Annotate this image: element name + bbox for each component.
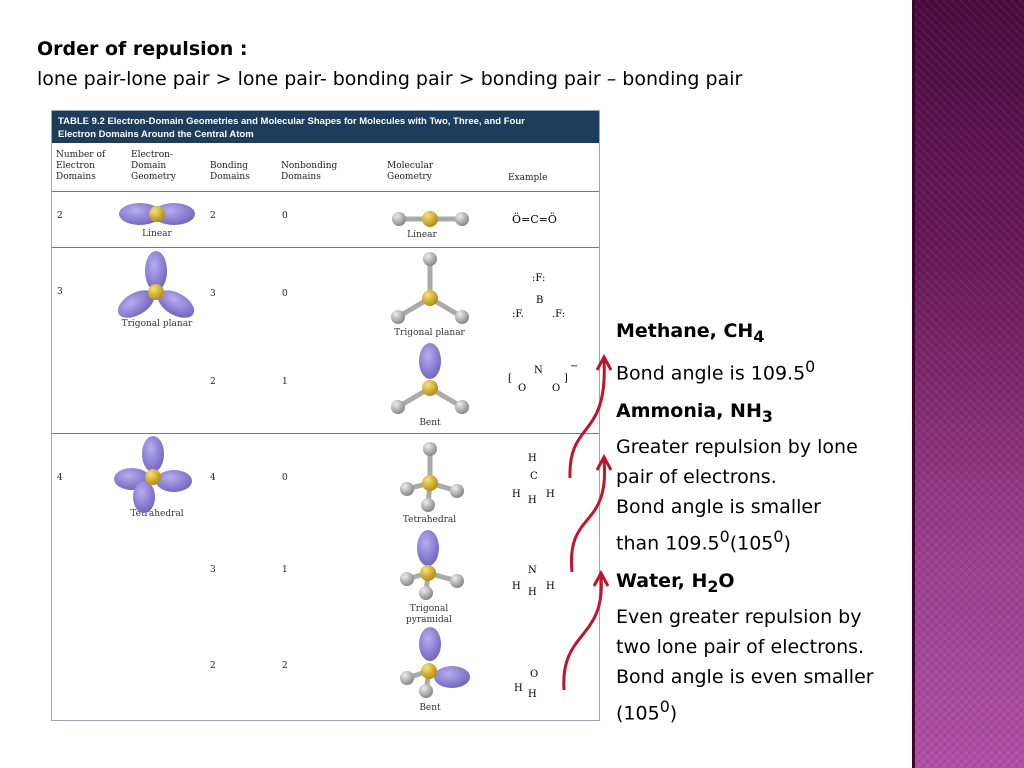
- row2-nonbonding: 0: [282, 289, 288, 299]
- svg-text:H: H: [546, 489, 555, 500]
- col-header-example: Example: [508, 173, 548, 183]
- row5-bonding: 3: [210, 565, 216, 575]
- row6-mol-label: Bent: [419, 703, 441, 713]
- water-line1: Even greater repulsion by: [616, 606, 862, 629]
- svg-text:H: H: [528, 689, 537, 700]
- geometry-table: TABLE 9.2 Electron-Domain Geometries and…: [51, 110, 600, 721]
- row6-bonding: 2: [210, 661, 216, 671]
- slide-heading: Order of repulsion : lone pair-lone pair…: [37, 34, 742, 94]
- svg-text:.F:: .F:: [552, 309, 565, 320]
- col-header-bonding: Bonding Domains: [210, 161, 250, 182]
- svg-text:H: H: [528, 495, 537, 506]
- row3-bonding: 2: [210, 377, 216, 387]
- bent-molecule-icon: [391, 343, 469, 414]
- water-line2: two lone pair of electrons.: [616, 636, 865, 659]
- row-separator: [52, 247, 599, 248]
- svg-text:]: ]: [564, 373, 568, 384]
- row2-geom-label: Trigonal planar: [121, 319, 193, 329]
- row4-nonbonding: 0: [282, 473, 288, 483]
- tetrahedral-molecule-icon: [400, 442, 464, 512]
- nh3-example: N H H H: [512, 565, 555, 598]
- svg-text::F:: :F:: [532, 273, 545, 284]
- row1-geom-label: Linear: [142, 229, 172, 239]
- decorative-sidebar: [912, 0, 1024, 768]
- row1-nonbonding: 0: [282, 211, 288, 221]
- bf3-example: :F: B :F. .F:: [512, 273, 565, 320]
- ammonia-line3: Bond angle is smaller: [616, 495, 821, 518]
- row-separator: [52, 433, 599, 434]
- row4-geom-label: Tetrahedral: [130, 509, 184, 519]
- row3-nonbonding: 1: [282, 377, 288, 387]
- table-drawings: Ö=C=Ö :F: B :F. .F:: [114, 203, 578, 700]
- table-title-line2: Electron Domains Around the Central Atom: [58, 129, 254, 140]
- water-line3: Bond angle is even smaller: [616, 666, 874, 689]
- svg-text:H: H: [514, 683, 523, 694]
- svg-text:N: N: [534, 365, 543, 376]
- svg-text:H: H: [528, 587, 537, 598]
- methane-angle: Bond angle is 109.50: [616, 356, 816, 385]
- svg-text:O: O: [552, 383, 560, 394]
- trigonal-planar-molecule-icon: [391, 252, 469, 324]
- heading-repulsion-order: lone pair-lone pair > lone pair- bonding…: [37, 68, 743, 90]
- tetrahedral-domain-icon: [114, 436, 192, 513]
- svg-text:[: [: [508, 373, 512, 384]
- ammonia-line4: than 109.50(1050): [616, 526, 791, 555]
- row5-mol-label: Trigonal pyramidal: [406, 604, 452, 625]
- svg-text:H: H: [512, 489, 521, 500]
- row3-mol-label: Bent: [419, 418, 441, 428]
- svg-text:N: N: [528, 565, 537, 576]
- table-column-headers: Number of Electron Domains Electron-Doma…: [52, 147, 599, 192]
- comparison-notes: Methane, CH4 Bond angle is 109.50 Ammoni…: [616, 316, 916, 728]
- svg-text:−: −: [570, 361, 578, 372]
- row6-nonbonding: 2: [282, 661, 288, 671]
- h2o-example: O H H: [514, 669, 538, 700]
- linear-domain-icon: [119, 203, 195, 225]
- trigonal-planar-domain-icon: [117, 251, 195, 318]
- svg-text:O: O: [518, 383, 526, 394]
- linear-molecule-icon: [392, 211, 469, 227]
- svg-text:H: H: [528, 453, 537, 464]
- svg-text:B: B: [536, 295, 543, 306]
- svg-text:O: O: [530, 669, 538, 680]
- ammonia-line1: Greater repulsion by lone: [616, 435, 858, 458]
- ammonia-title: Ammonia, NH3: [616, 400, 773, 426]
- row4-domains: 4: [57, 473, 63, 483]
- svg-text:H: H: [512, 581, 521, 592]
- ammonia-line2: pair of electrons.: [616, 465, 777, 488]
- co2-example: Ö=C=Ö: [512, 212, 557, 226]
- sidebar-border: [912, 0, 915, 768]
- svg-text:C: C: [530, 471, 538, 482]
- col-header-nonbonding: Nonbonding Domains: [281, 161, 338, 182]
- svg-text::F.: :F.: [512, 309, 524, 320]
- water-line4: (1050): [616, 697, 678, 725]
- no2-example: [ N O O ] −: [508, 361, 578, 394]
- row2-domains: 3: [57, 287, 63, 297]
- trigonal-pyramidal-molecule-icon: [400, 530, 464, 600]
- row2-bonding: 3: [210, 289, 216, 299]
- water-title: Water, H2O: [616, 570, 735, 597]
- row4-bonding: 4: [210, 473, 216, 483]
- col-header-molecular: Molecular Geometry: [387, 161, 434, 182]
- table-title-line1: TABLE 9.2 Electron-Domain Geometries and…: [58, 116, 525, 127]
- ch4-example: H C H H H: [512, 453, 555, 506]
- row2-mol-label: Trigonal planar: [394, 328, 465, 338]
- table-title: TABLE 9.2 Electron-Domain Geometries and…: [52, 111, 599, 143]
- col-header-geometry: Electron-Domain Geometry: [131, 150, 176, 182]
- heading-title: Order of repulsion :: [37, 38, 248, 60]
- methane-title: Methane, CH4: [616, 320, 765, 346]
- row4-mol-label: Tetrahedral: [402, 515, 457, 525]
- bent-two-lone-pairs-molecule-icon: [400, 627, 470, 698]
- svg-text:H: H: [546, 581, 555, 592]
- row5-nonbonding: 1: [282, 565, 288, 575]
- row1-domains: 2: [57, 211, 63, 221]
- row1-mol-label: Linear: [407, 230, 437, 240]
- row1-bonding: 2: [210, 211, 216, 221]
- col-header-domains: Number of Electron Domains: [56, 150, 106, 182]
